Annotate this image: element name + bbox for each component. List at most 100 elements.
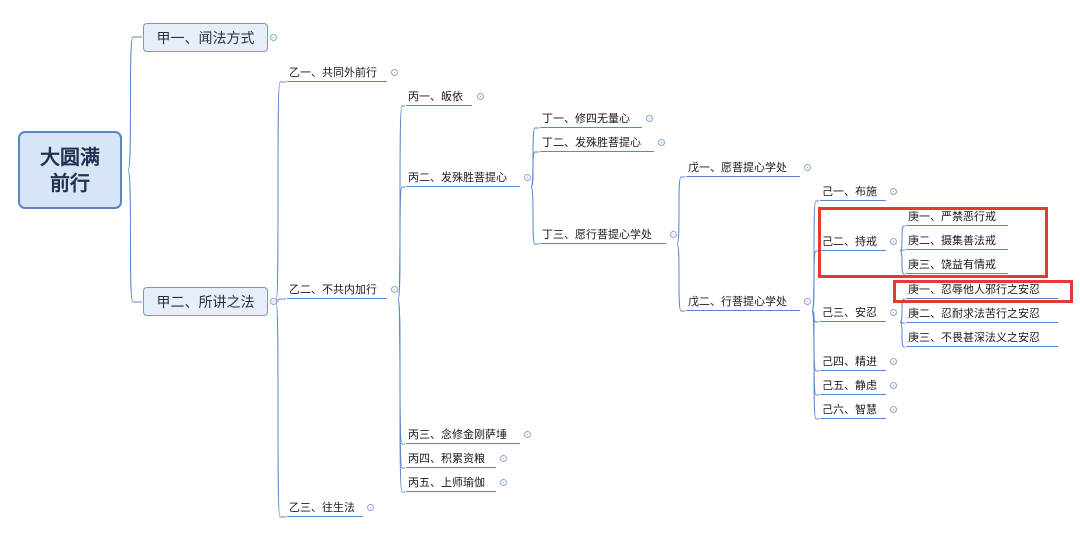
collapse-toggle-icon[interactable] xyxy=(658,139,665,146)
collapse-toggle-icon[interactable] xyxy=(890,238,897,245)
node-yi3-label: 乙三、往生法 xyxy=(289,501,355,514)
node-jia2-label: 甲二、所讲之法 xyxy=(156,294,255,311)
collapse-toggle-icon[interactable] xyxy=(670,231,677,238)
connector-line xyxy=(899,249,905,252)
node-ji4-label: 己四、精进 xyxy=(822,355,877,368)
root-node[interactable]: 大圆满 前行 xyxy=(18,131,122,209)
root-label-line2: 前行 xyxy=(50,171,90,195)
connector-line xyxy=(811,250,819,312)
root-label-line1: 大圆满 xyxy=(40,145,100,169)
node-bing1-label: 丙一、皈依 xyxy=(408,90,463,103)
collapse-toggle-icon[interactable] xyxy=(500,479,507,486)
node-ji1[interactable]: 己一、布施 xyxy=(820,185,886,201)
connector-line xyxy=(811,310,819,396)
collapse-toggle-icon[interactable] xyxy=(890,309,897,316)
collapse-toggle-icon[interactable] xyxy=(646,115,653,122)
connector-line xyxy=(530,151,539,188)
collapse-toggle-icon[interactable] xyxy=(270,34,277,41)
highlight-box-chijie xyxy=(818,207,1048,278)
connector-line xyxy=(275,301,286,518)
node-ji2[interactable]: 己二、持戒 xyxy=(820,235,886,251)
node-bing4-label: 丙四、积累资粮 xyxy=(408,452,485,465)
node-bing5[interactable]: 丙五、上师瑜伽 xyxy=(406,476,496,492)
node-geng-2-3[interactable]: 庚三、饶益有情戒 xyxy=(906,258,1008,274)
collapse-toggle-icon[interactable] xyxy=(391,69,398,76)
connector-line xyxy=(397,298,405,493)
collapse-toggle-icon[interactable] xyxy=(804,298,811,305)
node-geng-3-2[interactable]: 庚二、忍耐求法苦行之安忍 xyxy=(906,307,1058,323)
connector-line xyxy=(899,225,905,252)
node-yi1[interactable]: 乙一、共同外前行 xyxy=(287,66,387,82)
connector-line xyxy=(899,250,905,275)
connector-line xyxy=(811,310,819,323)
node-geng-2-2-label: 庚二、摄集善法戒 xyxy=(908,234,996,247)
connector-line xyxy=(676,176,685,245)
connector-line xyxy=(397,105,405,300)
connector-line xyxy=(275,298,286,303)
node-geng-2-1-label: 庚一、严禁恶行戒 xyxy=(908,210,996,223)
collapse-toggle-icon[interactable] xyxy=(500,455,507,462)
node-geng-3-3-label: 庚三、不畏甚深法义之安忍 xyxy=(908,331,1040,344)
node-yi1-label: 乙一、共同外前行 xyxy=(289,66,377,79)
node-ji2-label: 己二、持戒 xyxy=(822,235,877,248)
collapse-toggle-icon[interactable] xyxy=(367,504,374,511)
connector-line xyxy=(899,298,905,323)
node-ji6-label: 己六、智慧 xyxy=(822,403,877,416)
connector-line xyxy=(530,186,539,245)
node-ji6[interactable]: 己六、智慧 xyxy=(820,403,886,419)
connector-line xyxy=(127,36,142,171)
collapse-toggle-icon[interactable] xyxy=(270,298,277,305)
node-ding1[interactable]: 丁一、修四无量心 xyxy=(540,112,642,128)
node-geng-3-1-label: 庚一、忍辱他人邪行之安忍 xyxy=(908,283,1040,296)
node-yi2-label: 乙二、不共内加行 xyxy=(289,283,377,296)
connector-line xyxy=(899,321,905,324)
node-ding2[interactable]: 丁二、发殊胜菩提心 xyxy=(540,136,654,152)
collapse-toggle-icon[interactable] xyxy=(524,174,531,181)
collapse-toggle-icon[interactable] xyxy=(524,431,531,438)
node-bing2[interactable]: 丙二、发殊胜菩提心 xyxy=(406,171,520,187)
node-ji3-label: 己三、安忍 xyxy=(822,306,877,319)
node-ji1-label: 己一、布施 xyxy=(822,185,877,198)
node-bing1[interactable]: 丙一、皈依 xyxy=(406,90,472,106)
node-jia2[interactable]: 甲二、所讲之法 xyxy=(143,287,268,316)
node-jia1[interactable]: 甲一、闻法方式 xyxy=(143,23,268,52)
collapse-toggle-icon[interactable] xyxy=(890,406,897,413)
collapse-toggle-icon[interactable] xyxy=(477,93,484,100)
connector-line xyxy=(127,169,142,303)
node-ji3[interactable]: 己三、安忍 xyxy=(820,306,886,322)
node-bing3-label: 丙三、念修金刚萨埵 xyxy=(408,428,507,441)
connector-line xyxy=(397,186,405,300)
node-bing4[interactable]: 丙四、积累资粮 xyxy=(406,452,496,468)
node-ding1-label: 丁一、修四无量心 xyxy=(542,112,630,125)
collapse-toggle-icon[interactable] xyxy=(890,382,897,389)
node-geng-3-1[interactable]: 庚一、忍辱他人邪行之安忍 xyxy=(906,283,1058,299)
node-bing2-label: 丙二、发殊胜菩提心 xyxy=(408,171,507,184)
connector-line xyxy=(530,127,539,188)
connector-line xyxy=(275,81,286,303)
node-geng-2-3-label: 庚三、饶益有情戒 xyxy=(908,258,996,271)
collapse-toggle-icon[interactable] xyxy=(890,188,897,195)
collapse-toggle-icon[interactable] xyxy=(391,286,398,293)
node-yi3[interactable]: 乙三、往生法 xyxy=(287,501,363,517)
node-geng-2-2[interactable]: 庚二、摄集善法戒 xyxy=(906,234,1008,250)
node-bing5-label: 丙五、上师瑜伽 xyxy=(408,476,485,489)
node-ding3[interactable]: 丁三、愿行菩提心学处 xyxy=(540,228,666,244)
connector-line xyxy=(676,243,685,312)
node-geng-3-3[interactable]: 庚三、不畏甚深法义之安忍 xyxy=(906,331,1058,347)
node-geng-2-1[interactable]: 庚一、严禁恶行戒 xyxy=(906,210,1008,226)
connector-line xyxy=(811,310,819,420)
node-wu1[interactable]: 戊一、愿菩提心学处 xyxy=(686,161,800,177)
connector-line xyxy=(899,321,905,348)
node-wu2[interactable]: 戊二、行菩提心学处 xyxy=(686,295,800,311)
node-ji4[interactable]: 己四、精进 xyxy=(820,355,886,371)
node-yi2[interactable]: 乙二、不共内加行 xyxy=(287,283,387,299)
node-jia1-label: 甲一、闻法方式 xyxy=(156,30,255,47)
node-ji5[interactable]: 己五、静虑 xyxy=(820,379,886,395)
node-bing3[interactable]: 丙三、念修金刚萨埵 xyxy=(406,428,520,444)
collapse-toggle-icon[interactable] xyxy=(890,358,897,365)
node-geng-3-2-label: 庚二、忍耐求法苦行之安忍 xyxy=(908,307,1040,320)
highlight-box-anren xyxy=(893,280,1073,303)
node-wu1-label: 戊一、愿菩提心学处 xyxy=(688,161,787,174)
collapse-toggle-icon[interactable] xyxy=(804,164,811,171)
